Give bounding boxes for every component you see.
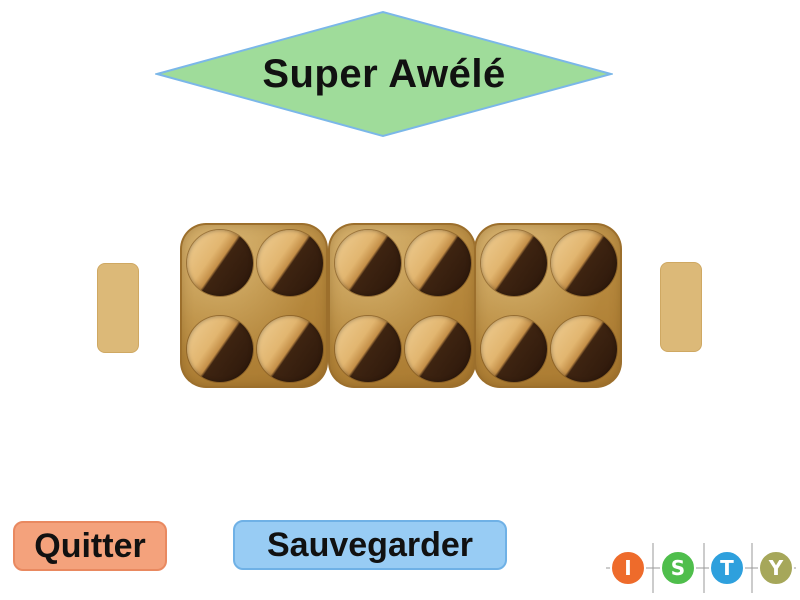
logo-letter-i: I <box>624 556 632 580</box>
granary-right <box>660 262 702 352</box>
logo-letter-t: T <box>720 556 734 580</box>
pit-bottom-5[interactable] <box>481 316 547 382</box>
pit-top-6[interactable] <box>551 230 617 296</box>
title-banner: Super Awélé <box>155 10 613 138</box>
pit-top-1[interactable] <box>187 230 253 296</box>
save-button[interactable]: Sauvegarder <box>233 520 507 570</box>
title-diamond-shape <box>155 10 613 138</box>
logo-lines <box>606 543 796 593</box>
pit-top-3[interactable] <box>335 230 401 296</box>
pit-top-4[interactable] <box>405 230 471 296</box>
pit-bottom-4[interactable] <box>405 316 471 382</box>
page-title: Super Awélé <box>262 51 506 96</box>
quit-button[interactable]: Quitter <box>13 521 167 571</box>
pit-bottom-6[interactable] <box>551 316 617 382</box>
board-block-2 <box>328 223 476 388</box>
board-block-3 <box>474 223 622 388</box>
isty-logo: I S T Y <box>606 543 798 595</box>
logo-letter-s: S <box>670 556 686 580</box>
pit-bottom-1[interactable] <box>187 316 253 382</box>
pit-bottom-3[interactable] <box>335 316 401 382</box>
granary-left <box>97 263 139 353</box>
pit-top-5[interactable] <box>481 230 547 296</box>
pit-bottom-2[interactable] <box>257 316 323 382</box>
pit-top-2[interactable] <box>257 230 323 296</box>
awale-board <box>180 223 622 388</box>
logo-letter-y: Y <box>768 556 784 580</box>
board-block-1 <box>180 223 328 388</box>
